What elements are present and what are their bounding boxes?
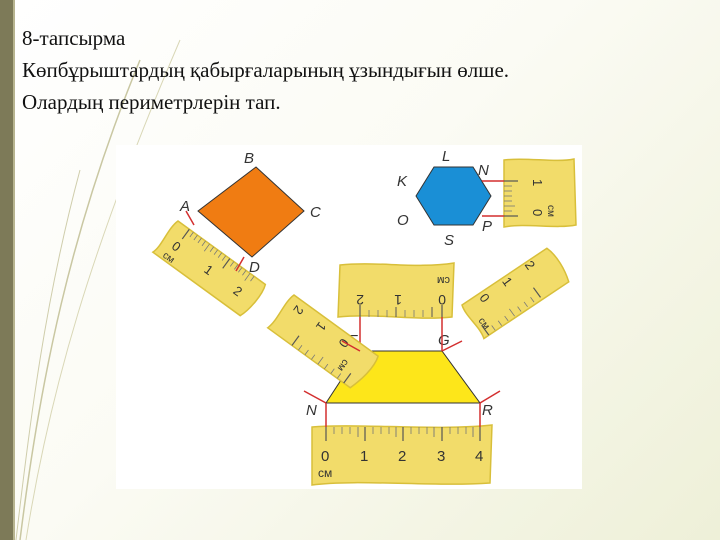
- trapezoid-mark-gr-top: [441, 340, 463, 352]
- trapezoid-mark-gr-bottom: [479, 390, 501, 404]
- ruler-bottom-unit: см: [318, 466, 332, 480]
- rhombus-mark-d: [235, 256, 245, 272]
- ruler-bottom-tick-0: 0: [321, 448, 329, 465]
- ruler-trapezoid-top: 0 1 2 см: [337, 262, 455, 319]
- ruler-trapezoid-bottom: 0 1 2 3 4 см: [311, 424, 493, 486]
- rhombus: [197, 166, 305, 258]
- ruler-bottom-tick-3: 3: [437, 448, 445, 465]
- ruler-top-tick-1: 1: [394, 292, 402, 308]
- left-decor-stripe: [13, 0, 15, 540]
- rhombus-label-c: C: [310, 204, 321, 221]
- rhombus-label-b: B: [244, 150, 254, 167]
- ruler-hexagon-tick-0: 0: [530, 209, 545, 216]
- hexagon-label-p: P: [482, 218, 492, 235]
- polygons-figure: B A C D 0 1 2 см L N K O S P: [116, 145, 582, 489]
- task-text: 8-тапсырма Көпбұрыштардың қабырғаларының…: [22, 22, 712, 118]
- decor-swoosh: [15, 39, 181, 540]
- ruler-hexagon: 1 0 см: [503, 158, 577, 228]
- task-instruction-line-2: Олардың периметрлерін тап.: [22, 90, 281, 114]
- hexagon-label-k: K: [397, 173, 408, 190]
- ruler-bottom-tick-1: 1: [360, 448, 368, 465]
- left-decor-band: [0, 0, 13, 540]
- hexagon-label-l: L: [442, 148, 450, 165]
- ruler-trapezoid-right: 2 1 0 см: [461, 247, 570, 340]
- trapezoid-label-r: R: [482, 402, 493, 419]
- task-number: 8-тапсырма: [22, 26, 126, 50]
- hexagon-label-s: S: [444, 232, 454, 249]
- ruler-bottom-tick-2: 2: [398, 448, 406, 465]
- ruler-top-tick-2: 2: [356, 292, 364, 308]
- rhombus-label-a: A: [179, 198, 190, 215]
- task-instruction-line-1: Көпбұрыштардың қабырғаларының ұзындығын …: [22, 58, 510, 82]
- trapezoid-mark-fn-top: [341, 340, 361, 352]
- trapezoid-label-g: G: [438, 332, 450, 349]
- hexagon-label-n: N: [478, 162, 489, 179]
- hexagon-label-o: O: [397, 212, 409, 229]
- ruler-hexagon-unit: см: [545, 205, 556, 217]
- rhombus-label-d: D: [249, 259, 260, 276]
- trapezoid-label-n: N: [306, 402, 317, 419]
- ruler-hexagon-tick-1: 1: [530, 179, 545, 186]
- rhombus-mark-a: [185, 210, 195, 226]
- ruler-top-tick-0: 0: [438, 292, 446, 308]
- trapezoid-mark-fn-bottom: [303, 390, 327, 404]
- ruler-bottom-tick-4: 4: [475, 448, 483, 465]
- ruler-trapezoid-left: 0 1 2 см: [266, 294, 380, 389]
- hexagon: [415, 166, 492, 226]
- ruler-top-unit: см: [437, 274, 450, 286]
